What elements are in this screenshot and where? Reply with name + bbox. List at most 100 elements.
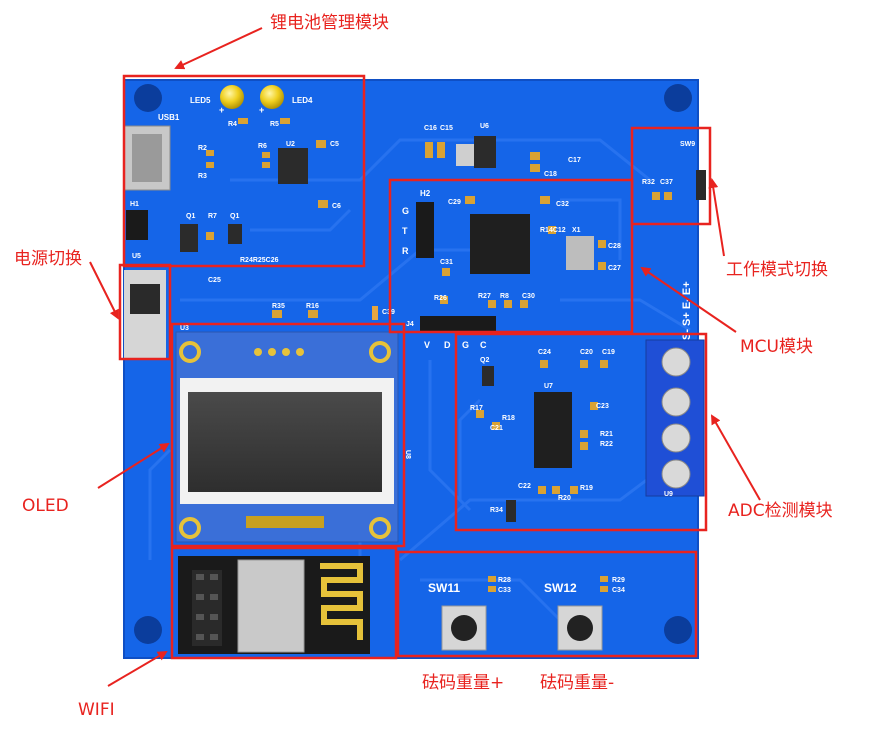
tact-buttons — [441, 605, 603, 651]
silk-u6: U6 — [480, 123, 489, 130]
silk-c18: C18 — [544, 171, 557, 178]
silk-r21: R21 — [600, 431, 613, 438]
silk-x1: X1 — [572, 227, 581, 234]
silk-v: V — [424, 340, 430, 350]
silk-h2: H2 — [420, 189, 431, 198]
silk-u2: U2 — [286, 141, 295, 148]
silk-u8: U8 — [404, 450, 411, 459]
silk-usb: USB1 — [158, 113, 180, 122]
silk-c27: C27 — [608, 265, 621, 272]
silk-r5: R5 — [270, 121, 279, 128]
svg-text:+: + — [259, 105, 264, 115]
box-wifi — [170, 546, 398, 660]
silk-r22: R22 — [600, 441, 613, 448]
silk-r8: R8 — [500, 293, 509, 300]
annotation-boxes — [118, 74, 712, 660]
wifi-module — [178, 556, 370, 654]
silk-u7: U7 — [544, 383, 553, 390]
label-mcu-module: MCU模块 — [740, 337, 813, 357]
silk-c22: C22 — [518, 483, 531, 490]
silk-r34: R34 — [490, 507, 503, 514]
silk-c21: C21 — [490, 425, 503, 432]
silk-u3: U3 — [180, 325, 189, 332]
silk-sw11: SW11 — [428, 581, 460, 595]
silk-r: R — [402, 246, 409, 256]
oled-screen — [188, 392, 382, 492]
silk-q1a: Q1 — [186, 213, 195, 220]
silk-c33: C33 — [498, 587, 511, 594]
label-mode-switch: 工作模式切换 — [726, 260, 828, 280]
silk-r24: R24R25C26 — [240, 257, 279, 264]
silk-c24: C24 — [538, 349, 551, 356]
silk-c28: C28 — [608, 243, 621, 250]
silk-sw9: SW9 — [680, 141, 695, 148]
silk-r35: R35 — [272, 303, 285, 310]
silk-c31: C31 — [440, 259, 453, 266]
silk-c34: C34 — [612, 587, 625, 594]
silk-t: T — [402, 226, 408, 236]
label-oled: OLED — [22, 496, 69, 516]
silk-q1b: Q1 — [230, 213, 239, 220]
silk-r19: R19 — [580, 485, 593, 492]
box-adc — [454, 332, 708, 532]
smd-components — [206, 118, 672, 592]
silk-r17: R17 — [470, 405, 483, 412]
silk-c5: C5 — [330, 141, 339, 148]
label-battery-module: 锂电池管理模块 — [270, 13, 389, 33]
silk-c30: C30 — [522, 293, 535, 300]
mount-holes — [134, 84, 692, 644]
silkscreen-labels: LED5 LED4 USB1 R4 R5 R2 R3 R6 U2 C5 C6 H… — [130, 96, 695, 595]
silk-j4: J4 — [406, 321, 414, 328]
silk-c23: C23 — [596, 403, 609, 410]
silk-r2: R2 — [198, 145, 207, 152]
silk-sw12: SW12 — [544, 581, 577, 595]
oled-module — [175, 331, 399, 543]
box-battery — [122, 74, 366, 268]
silk-c: C — [480, 340, 487, 350]
silk-r32: R32 — [642, 179, 655, 186]
silk-c20: C20 — [580, 349, 593, 356]
box-power — [118, 263, 172, 361]
silk-led4: LED4 — [292, 96, 313, 105]
silk-g2: G — [462, 340, 469, 350]
box-mcu — [388, 178, 634, 334]
silk-r6: R6 — [258, 143, 267, 150]
silk-c17: C17 — [568, 157, 581, 164]
silk-c25: C25 — [208, 277, 221, 284]
silk-r3: R3 — [198, 173, 207, 180]
label-adc-module: ADC检测模块 — [728, 501, 833, 521]
silk-r16: R16 — [306, 303, 319, 310]
annotation-arrows — [89, 27, 761, 687]
silk-terminal: S- S+ E- E+ — [681, 281, 693, 340]
label-weight-minus: 砝码重量- — [540, 673, 615, 693]
label-weight-plus: 砝码重量+ — [422, 673, 505, 693]
silk-c19: C19 — [602, 349, 615, 356]
silk-c37: C37 — [660, 179, 673, 186]
silk-d: D — [444, 340, 451, 350]
svg-text:+: + — [219, 105, 224, 115]
silk-c32: C32 — [556, 201, 569, 208]
silk-q2: Q2 — [480, 357, 489, 364]
silk-led5: LED5 — [190, 96, 211, 105]
mode-switch[interactable] — [696, 170, 706, 200]
silk-r29: R29 — [612, 577, 625, 584]
box-oled — [170, 322, 406, 548]
silk-r28: R28 — [498, 577, 511, 584]
silk-c16: C16 — [424, 125, 437, 132]
silk-c15: C15 — [440, 125, 453, 132]
box-buttons — [396, 550, 698, 658]
pin-headers — [124, 170, 706, 358]
label-wifi: WIFI — [78, 700, 115, 720]
silk-r14: R14C12 — [540, 227, 566, 234]
screw-terminal — [645, 339, 705, 497]
ic-chips — [180, 136, 594, 522]
silk-u9: U9 — [664, 491, 673, 498]
silk-u5: U5 — [132, 253, 141, 260]
silk-r7: R7 — [208, 213, 217, 220]
silk-r27: R27 — [478, 293, 491, 300]
silk-r4: R4 — [228, 121, 237, 128]
silk-c39: C39 — [382, 309, 395, 316]
silk-h1: H1 — [130, 201, 139, 208]
